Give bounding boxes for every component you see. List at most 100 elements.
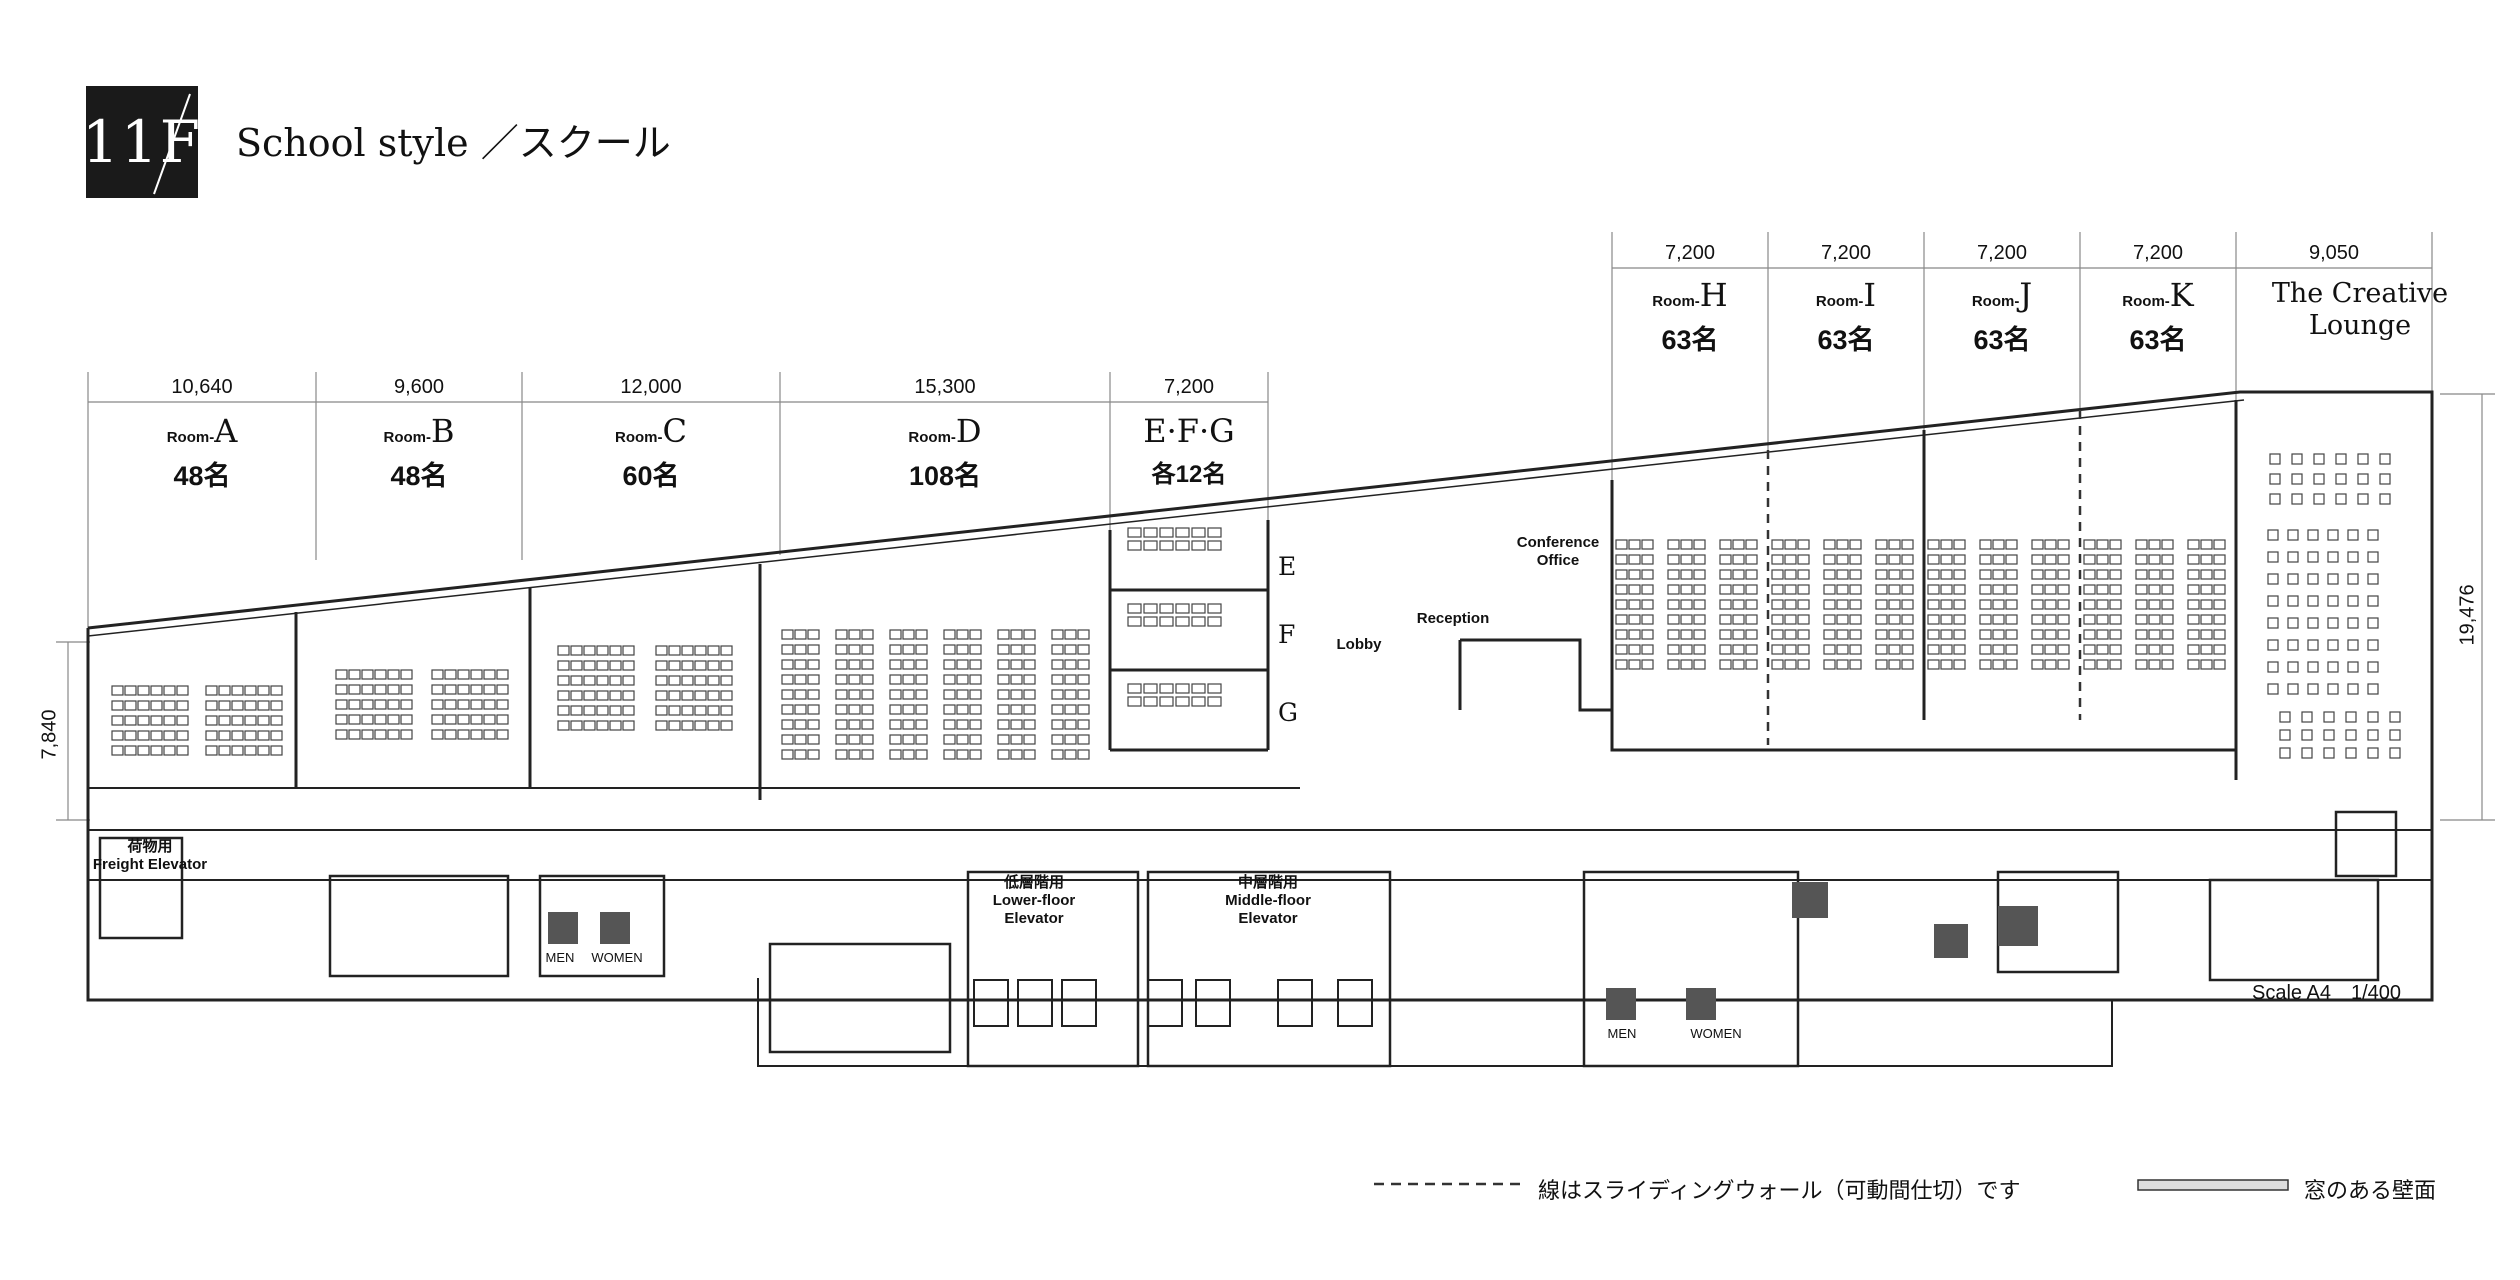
seat	[361, 684, 374, 695]
seat	[2307, 639, 2319, 651]
seat	[2200, 659, 2213, 670]
outer-walls	[86, 390, 2434, 1067]
seat	[1875, 554, 1888, 565]
seat	[2267, 595, 2279, 607]
seat	[2267, 551, 2279, 563]
seat	[444, 699, 457, 710]
seat	[361, 714, 374, 725]
seat	[2213, 554, 2226, 565]
seat	[1143, 603, 1158, 614]
seat	[2345, 711, 2357, 723]
seat	[694, 660, 707, 671]
seat	[956, 704, 969, 715]
seat	[1667, 644, 1680, 655]
seat	[835, 719, 848, 730]
seat	[1849, 539, 1862, 550]
seat	[2161, 659, 2174, 670]
seat	[969, 749, 982, 760]
men-restroom-label-right: MEN	[1607, 1026, 1637, 1041]
seat	[889, 644, 902, 655]
seat	[387, 729, 400, 740]
seat	[163, 715, 176, 726]
seat	[1836, 539, 1849, 550]
seat	[111, 745, 124, 756]
room-i-label: Room-I 63名	[1815, 276, 1877, 355]
seat	[794, 659, 807, 670]
seat	[1875, 539, 1888, 550]
seat	[124, 685, 137, 696]
seat	[583, 690, 596, 701]
seat	[1207, 683, 1222, 694]
seat	[1784, 554, 1797, 565]
seat	[1641, 614, 1654, 625]
seat	[1940, 569, 1953, 580]
seat	[2301, 747, 2313, 759]
seat	[1771, 629, 1784, 640]
seat	[2135, 644, 2148, 655]
seat	[150, 745, 163, 756]
seat	[1849, 629, 1862, 640]
seat	[431, 684, 444, 695]
seat	[570, 645, 583, 656]
seat	[915, 719, 928, 730]
seat	[2057, 569, 2070, 580]
seat	[2096, 569, 2109, 580]
seat	[124, 715, 137, 726]
seat	[457, 699, 470, 710]
seat	[1159, 616, 1174, 627]
seat	[470, 699, 483, 710]
seat	[244, 715, 257, 726]
seat	[557, 705, 570, 716]
seat	[2347, 551, 2359, 563]
seat	[1797, 659, 1810, 670]
seat	[111, 685, 124, 696]
seat	[2161, 644, 2174, 655]
seat	[622, 660, 635, 671]
floor-number: 11F	[86, 108, 198, 176]
seat	[1901, 644, 1914, 655]
seat	[889, 749, 902, 760]
seat	[270, 685, 283, 696]
seat	[2083, 584, 2096, 595]
seat	[1888, 599, 1901, 610]
seat	[969, 659, 982, 670]
seat	[570, 705, 583, 716]
seat	[915, 659, 928, 670]
room-a-label: Room-A 48名	[166, 412, 238, 491]
room-partitions	[88, 400, 2238, 800]
seat	[596, 705, 609, 716]
room-b-label: Room-B 48名	[383, 412, 455, 491]
seat	[387, 684, 400, 695]
seat	[915, 734, 928, 745]
seat	[1615, 599, 1628, 610]
seat	[1888, 539, 1901, 550]
seat	[1979, 614, 1992, 625]
seat	[2031, 554, 2044, 565]
seat	[2367, 711, 2379, 723]
seat	[1159, 683, 1174, 694]
seat	[244, 745, 257, 756]
seat	[596, 675, 609, 686]
seat	[1875, 584, 1888, 595]
seat	[1771, 599, 1784, 610]
seat	[694, 720, 707, 731]
seat	[2135, 659, 2148, 670]
seat	[2269, 493, 2281, 505]
seat	[2367, 639, 2379, 651]
seat	[1888, 554, 1901, 565]
seat	[707, 705, 720, 716]
seat	[1732, 644, 1745, 655]
seat	[111, 700, 124, 711]
seat	[781, 689, 794, 700]
seat	[244, 685, 257, 696]
seat	[1992, 599, 2005, 610]
seat	[2327, 683, 2339, 695]
seat	[609, 645, 622, 656]
seat	[431, 699, 444, 710]
seat	[1719, 569, 1732, 580]
seat	[1953, 584, 1966, 595]
seat	[1077, 704, 1090, 715]
seat	[1077, 674, 1090, 685]
seat	[2187, 644, 2200, 655]
